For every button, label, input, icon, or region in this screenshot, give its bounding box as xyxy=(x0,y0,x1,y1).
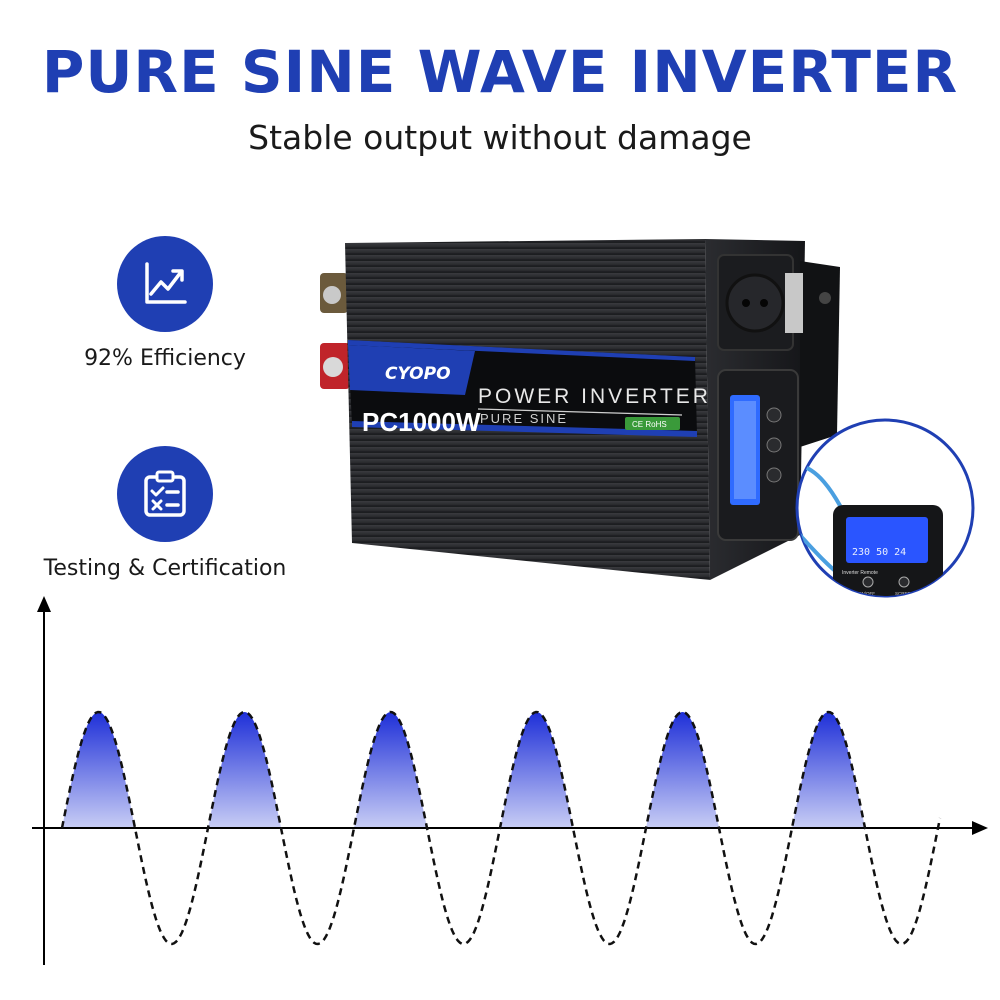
page-subtitle: Stable output without damage xyxy=(248,118,752,157)
panel-title: POWER INVERTER xyxy=(478,385,711,408)
wave-lobe-fill xyxy=(792,712,865,828)
remote-readout: 230 50 24 xyxy=(852,547,906,558)
wave-lobe-fill xyxy=(646,712,719,828)
inverter-product-image: CYOPO PC1000W POWER INVERTER PURE SINE C… xyxy=(320,239,975,598)
wave-dashed-line xyxy=(60,710,942,946)
feature-efficiency: 92% Efficiency xyxy=(60,236,270,371)
checklist-icon xyxy=(117,446,213,542)
model-label: PC1000W xyxy=(362,407,481,437)
panel-subtitle: PURE SINE xyxy=(480,411,568,426)
svg-text:SCREEN: SCREEN xyxy=(895,591,914,596)
svg-text:ON/OFF: ON/OFF xyxy=(858,591,875,596)
cert-marks: CE RoHS xyxy=(632,420,667,429)
brand-logo: CYOPO xyxy=(385,364,451,384)
feature-certification: Testing & Certification xyxy=(30,446,300,581)
wave-lobe-fill xyxy=(500,712,573,828)
svg-text:Inverter Remote: Inverter Remote xyxy=(842,570,878,576)
wave-lobe-fill xyxy=(62,712,135,828)
feature-efficiency-label: 92% Efficiency xyxy=(84,346,246,371)
battery-terminals xyxy=(320,273,350,389)
wave-positive-fills xyxy=(62,712,865,828)
wave-lobe-fill xyxy=(208,712,281,828)
feature-certification-label: Testing & Certification xyxy=(43,556,287,581)
remote-display-inset: 230 50 24 Inverter Remote ON/OFF SCREEN xyxy=(795,418,975,598)
page-title: PURE SINE WAVE INVERTER xyxy=(41,38,959,106)
wave-lobe-fill xyxy=(354,712,427,828)
trend-chart-icon xyxy=(117,236,213,332)
